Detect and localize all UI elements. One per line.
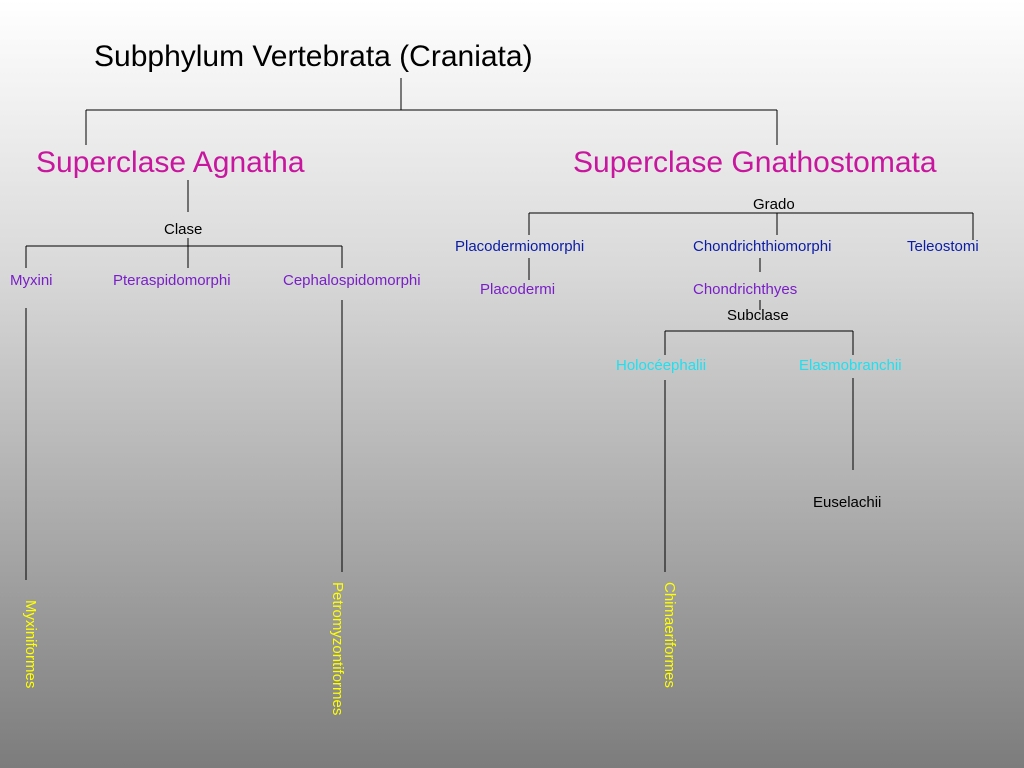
subclass-elasmobranchii: Elasmobranchii xyxy=(799,357,902,374)
class-myxini: Myxini xyxy=(10,272,53,289)
rank-subclase: Subclase xyxy=(727,307,789,324)
grade-placodermiomorphi: Placodermiomorphi xyxy=(455,238,585,255)
order-myxiniformes: Myxiniformes xyxy=(22,600,39,689)
class-pteraspidomorphi: Pteraspidomorphi xyxy=(113,272,231,289)
class-chondrichthyes: Chondrichthyes xyxy=(693,281,798,298)
subclass-holocephalii: Holocéephalii xyxy=(616,357,707,374)
diagram-title: Subphylum Vertebrata (Craniata) xyxy=(94,40,533,73)
superclass-agnatha: Superclase Agnatha xyxy=(36,146,305,179)
grade-chondrichthiomorphi: Chondrichthiomorphi xyxy=(693,238,832,255)
rank-clase: Clase xyxy=(164,221,203,238)
order-chimaeriformes: Chimaeriformes xyxy=(661,582,678,688)
taxon-euselachii: Euselachii xyxy=(813,494,882,511)
grade-teleostomi: Teleostomi xyxy=(907,238,979,255)
order-petromyzontiformes: Petromyzontiformes xyxy=(329,582,346,716)
class-cephalospidomorphi: Cephalospidomorphi xyxy=(283,272,421,289)
rank-grado: Grado xyxy=(753,196,795,213)
superclass-gnathostomata: Superclase Gnathostomata xyxy=(573,146,937,179)
class-placodermi: Placodermi xyxy=(480,281,556,298)
